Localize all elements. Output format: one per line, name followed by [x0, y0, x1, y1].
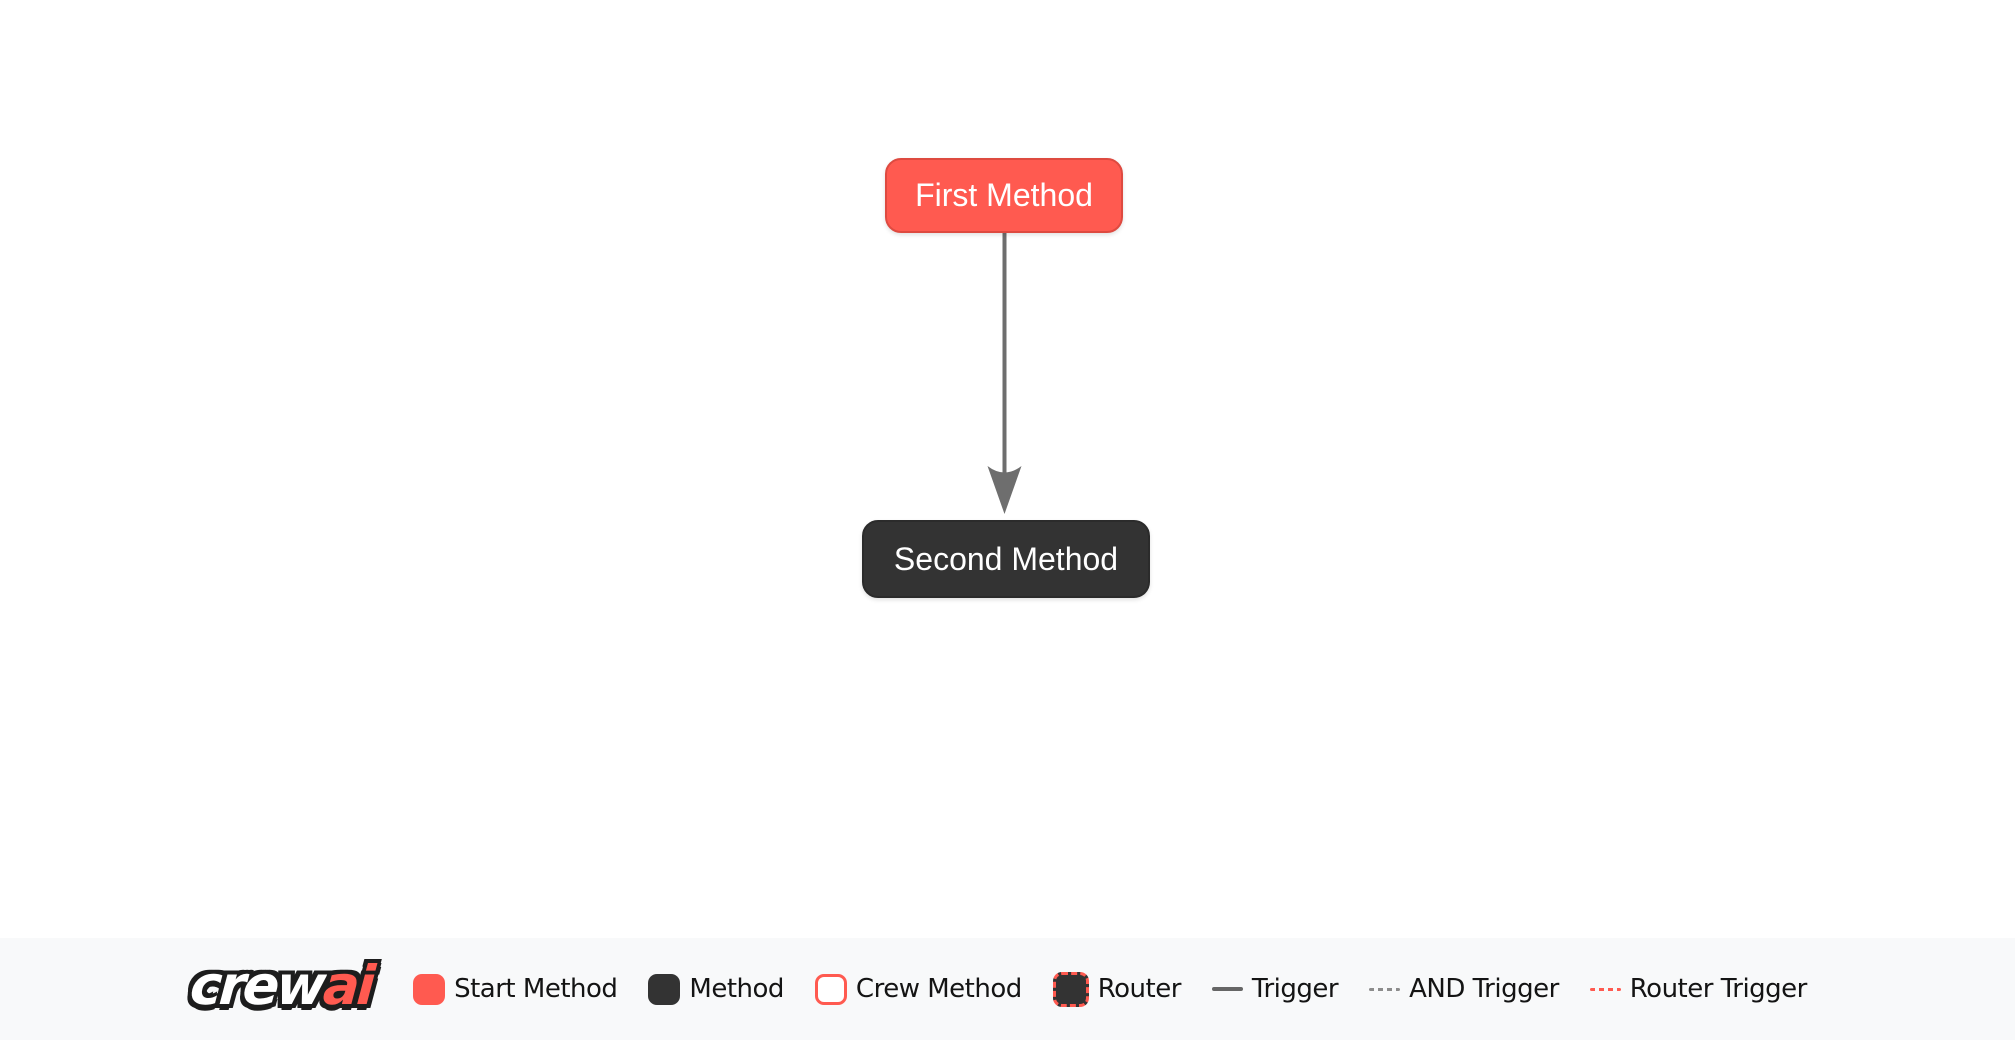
node-second-method[interactable]: Second Method [862, 520, 1150, 598]
crewai-logo: crewai [188, 954, 375, 1019]
legend-item-label: Start Method [454, 974, 618, 1004]
legend-item-router: Router [1052, 971, 1182, 1007]
trigger-line-swatch [1211, 987, 1243, 991]
legend-item-method: Method [648, 973, 784, 1005]
legend-item-label: AND Trigger [1409, 974, 1559, 1004]
node-label: Second Method [893, 540, 1119, 577]
node-first-method[interactable]: First Method [885, 158, 1123, 233]
crewai-logo-crew: crew [188, 954, 326, 1017]
method-swatch [648, 973, 681, 1005]
legend-item-label: Router [1097, 974, 1182, 1004]
legend-item-label: Crew Method [855, 974, 1022, 1004]
crewai-logo-ai: ai [321, 954, 375, 1017]
trigger-edge[interactable] [987, 233, 1022, 514]
start-method-swatch [413, 973, 446, 1005]
router-trigger-line-swatch [1589, 987, 1621, 991]
router-swatch [1052, 971, 1089, 1007]
crew-method-swatch [814, 973, 847, 1005]
legend-item-router-trigger: Router Trigger [1589, 974, 1808, 1004]
legend-item-start-method: Start Method [413, 973, 618, 1005]
and-trigger-line-swatch [1369, 987, 1401, 991]
legend-item-label: Trigger [1251, 974, 1339, 1004]
node-label: First Method [915, 177, 1093, 213]
legend-item-label: Router Trigger [1629, 974, 1808, 1004]
trigger-edge-arrowhead [987, 466, 1022, 514]
legend-item-label: Method [689, 974, 784, 1004]
legend-item-and-trigger: AND Trigger [1369, 974, 1559, 1004]
legend-bar: crewai Start Method Method Crew Method R… [0, 938, 2015, 1040]
legend-item-trigger: Trigger [1211, 974, 1339, 1004]
legend-item-crew-method: Crew Method [814, 973, 1022, 1005]
